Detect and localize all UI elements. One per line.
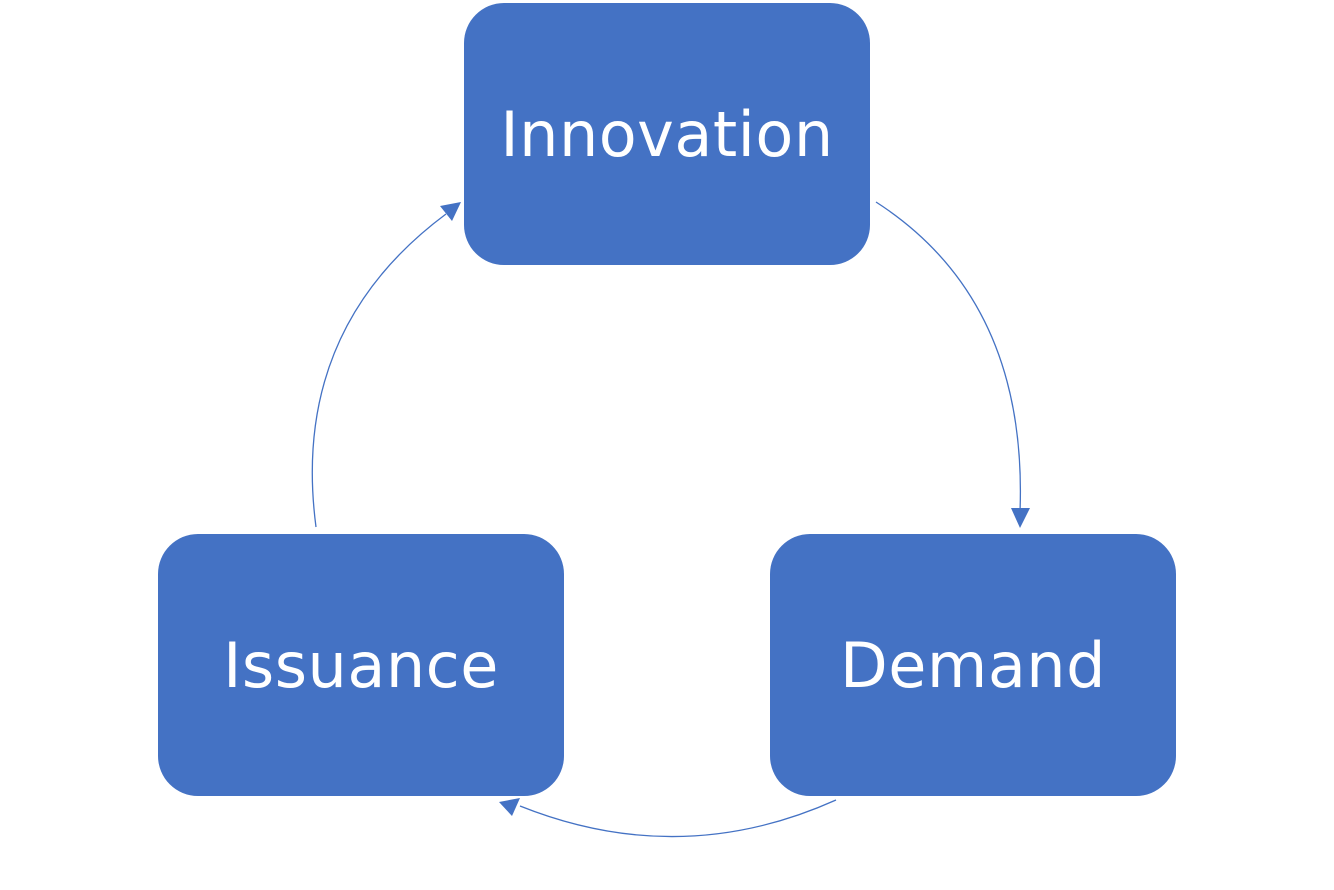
arrow-issuance-to-innovation: [311, 213, 447, 528]
arrowhead-demand: [1011, 508, 1030, 528]
arrow-innovation-to-demand: [875, 201, 1022, 513]
arrow-demand-to-issuance: [519, 799, 837, 838]
node-issuance: Issuance: [158, 534, 564, 796]
arrowhead-issuance: [499, 798, 520, 816]
node-innovation-label: Innovation: [500, 97, 834, 171]
node-issuance-label: Issuance: [223, 628, 499, 702]
node-innovation: Innovation: [464, 3, 870, 265]
node-demand: Demand: [770, 534, 1176, 796]
node-demand-label: Demand: [840, 628, 1106, 702]
arrowhead-innovation: [440, 202, 461, 221]
